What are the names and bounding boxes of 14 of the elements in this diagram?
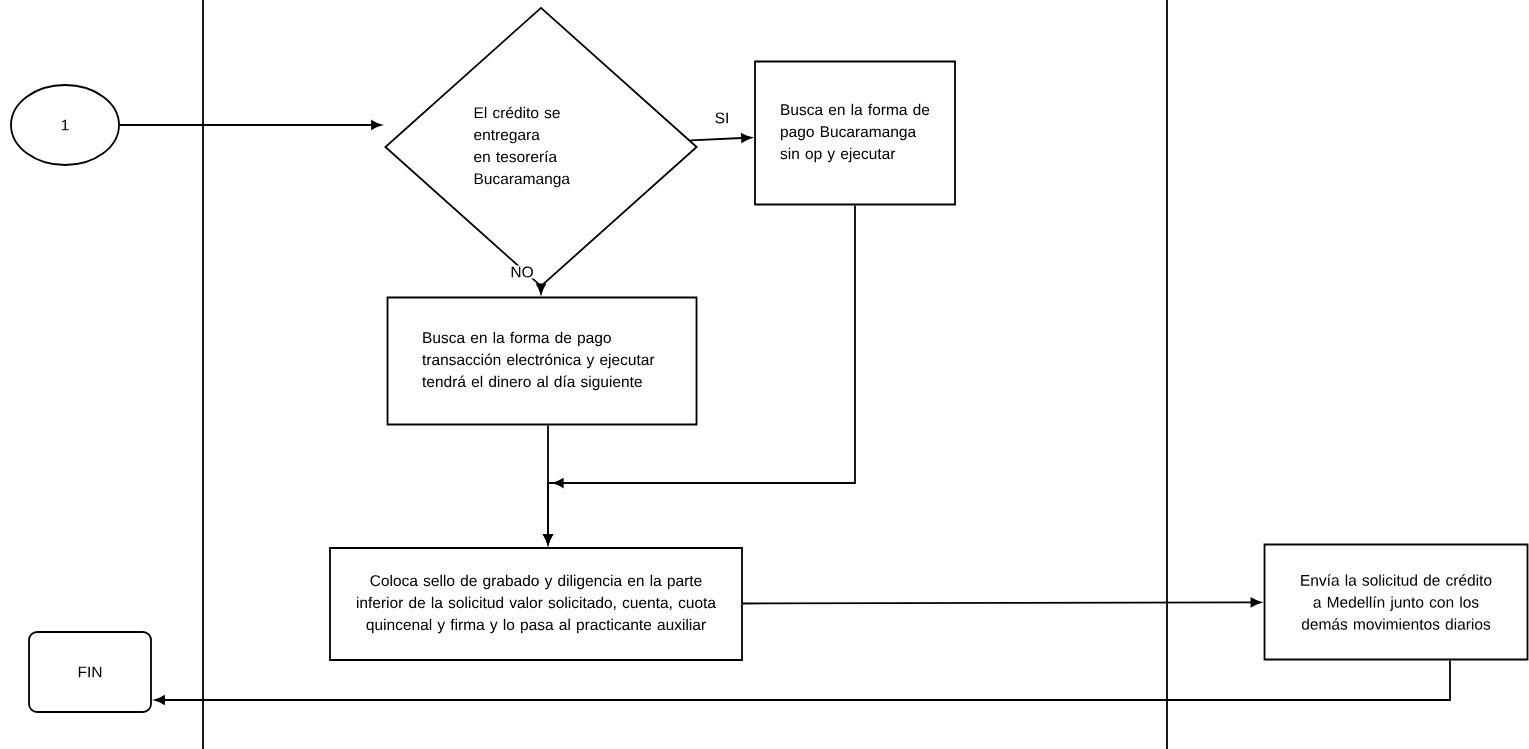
arrow	[119, 120, 382, 130]
process-box: Busca en la forma de pago Bucaramanga sin op y ejecutar	[754, 60, 956, 206]
arrow	[154, 659, 1451, 705]
start-connector-oval: 1	[10, 84, 120, 166]
arrow	[536, 283, 546, 295]
process-box: Busca en la forma de pago transacción electrónica y ejecutar tendrá el dinero al día siguiente	[386, 296, 698, 426]
end-terminal-box: FIN	[28, 631, 152, 713]
arrow	[543, 204, 856, 545]
process-box: Coloca sello de grabado y diligencia en la parte inferior de la solicitud valor solicitado, cuenta, cuota quincenal y firma y lo pasa al practicante auxiliar	[329, 547, 743, 661]
arrow	[742, 597, 1262, 608]
process-box: Envía la solicitud de crédito a Medellín junto con los demás movimientos diarios	[1263, 543, 1529, 661]
edge-label: SI	[713, 111, 731, 125]
arrow	[689, 133, 752, 143]
edge-label: NO	[509, 265, 535, 279]
